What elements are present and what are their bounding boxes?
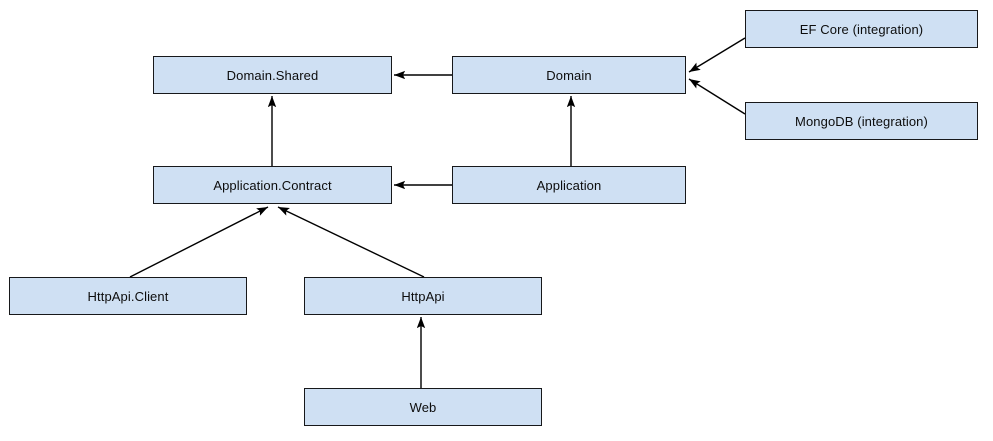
node-ef-core[interactable]: EF Core (integration) — [745, 10, 978, 48]
node-application[interactable]: Application — [452, 166, 686, 204]
node-web[interactable]: Web — [304, 388, 542, 426]
edge-ef-core-to-domain — [688, 37, 746, 73]
edge-mongodb-to-domain — [688, 78, 746, 115]
node-application-contract[interactable]: Application.Contract — [153, 166, 392, 204]
node-domain[interactable]: Domain — [452, 56, 686, 94]
node-httpapi[interactable]: HttpApi — [304, 277, 542, 315]
node-label: Domain — [546, 67, 592, 83]
node-label: Application — [536, 177, 602, 193]
node-label: HttpApi — [401, 288, 445, 304]
node-label: EF Core (integration) — [799, 21, 924, 37]
node-label: HttpApi.Client — [87, 288, 169, 304]
node-httpapi-client[interactable]: HttpApi.Client — [9, 277, 247, 315]
edge-httpapi-client-to-application-contract — [129, 206, 269, 278]
node-label: Web — [409, 399, 437, 415]
node-domain-shared[interactable]: Domain.Shared — [153, 56, 392, 94]
node-mongodb[interactable]: MongoDB (integration) — [745, 102, 978, 140]
edge-httpapi-to-application-contract — [277, 206, 425, 278]
node-label: Domain.Shared — [226, 67, 319, 83]
node-label: MongoDB (integration) — [795, 113, 928, 129]
node-label: Application.Contract — [213, 177, 332, 193]
